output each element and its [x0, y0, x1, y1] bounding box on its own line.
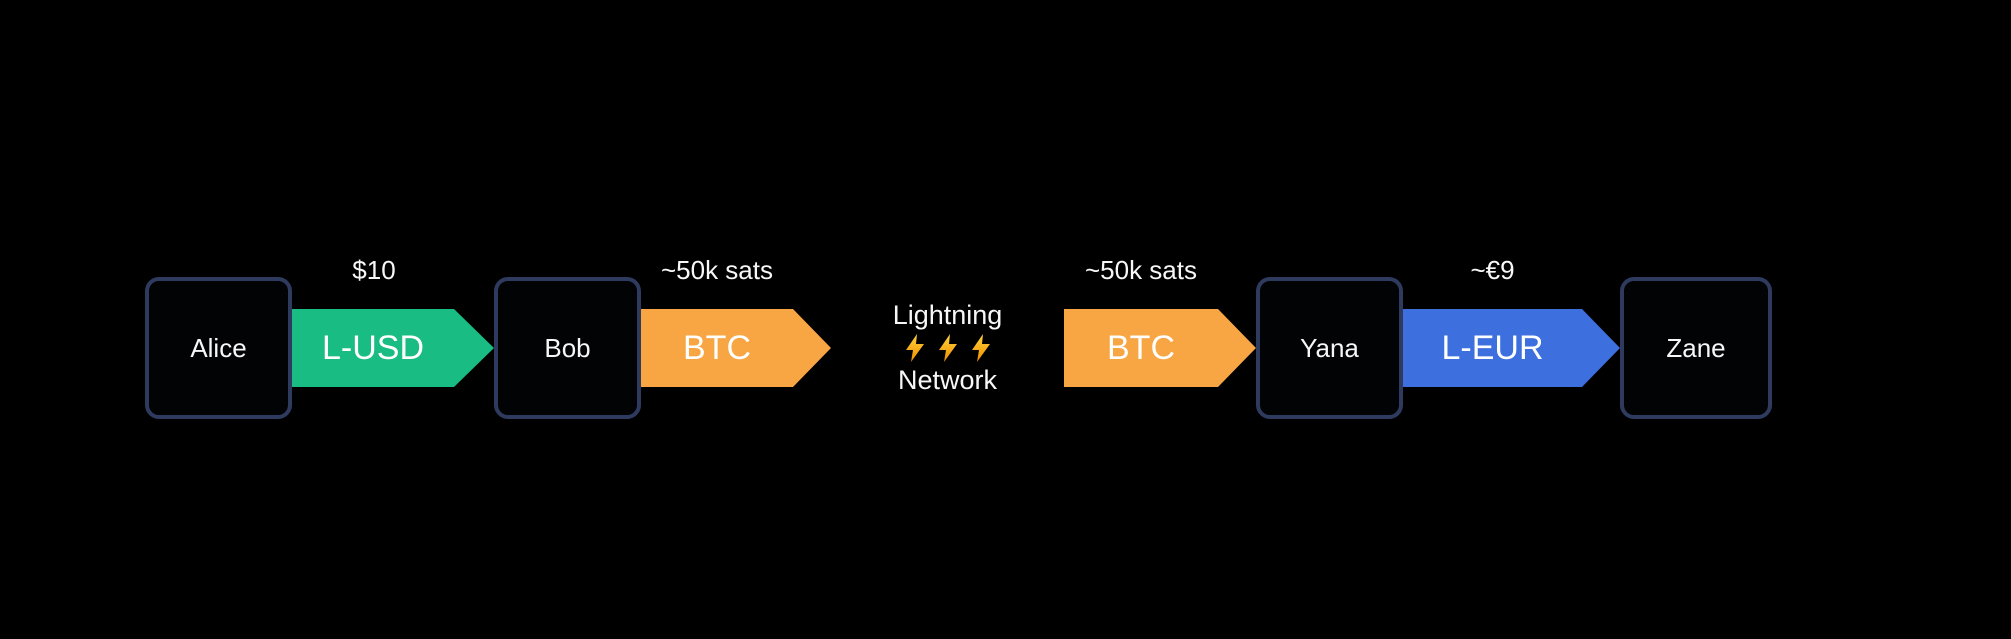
payment-flow-diagram: Alice $10 L-USD Bob ~50k sats BTC Lightn…: [145, 256, 1772, 419]
node-yana-label: Yana: [1300, 332, 1359, 363]
arrow-l-usd-amount: $10: [352, 255, 396, 286]
lightning-bolt-icon: [938, 334, 957, 362]
arrow-l-eur-label: L-EUR: [1441, 328, 1544, 367]
node-yana: Yana: [1256, 277, 1403, 419]
lightning-network-title-top: Lightning: [892, 300, 1003, 330]
arrow-btc-outbound-label: BTC: [683, 328, 751, 367]
arrow-btc-outbound-amount: ~50k sats: [660, 255, 773, 286]
arrow-btc-inbound-amount: ~50k sats: [1084, 255, 1197, 286]
arrow-l-usd-label: L-USD: [321, 328, 425, 367]
node-bob-label: Bob: [544, 332, 591, 363]
lightning-bolts: [904, 334, 992, 362]
arrow-btc-outbound: ~50k sats BTC: [641, 256, 831, 387]
arrow-l-usd: $10 L-USD: [292, 256, 494, 387]
arrow-l-eur-amount: ~€9: [1470, 255, 1515, 286]
node-bob: Bob: [494, 277, 641, 419]
node-alice: Alice: [145, 277, 292, 419]
arrow-btc-inbound: ~50k sats BTC: [1064, 256, 1256, 387]
lightning-network-hub: Lightning: [831, 277, 1064, 419]
lightning-bolt-icon: [905, 334, 924, 362]
arrow-btc-inbound-label: BTC: [1107, 328, 1175, 367]
arrow-btc-inbound-shape: BTC: [1064, 309, 1256, 387]
arrow-l-usd-shape: L-USD: [292, 309, 494, 387]
lightning-network-title-bottom: Network: [897, 365, 998, 395]
arrow-l-eur: ~€9 L-EUR: [1403, 256, 1620, 387]
node-zane-label: Zane: [1666, 332, 1726, 363]
arrow-btc-outbound-shape: BTC: [641, 309, 831, 387]
node-zane: Zane: [1620, 277, 1772, 419]
arrow-l-eur-shape: L-EUR: [1403, 309, 1620, 387]
node-alice-label: Alice: [190, 332, 247, 363]
lightning-bolt-icon: [971, 334, 990, 362]
